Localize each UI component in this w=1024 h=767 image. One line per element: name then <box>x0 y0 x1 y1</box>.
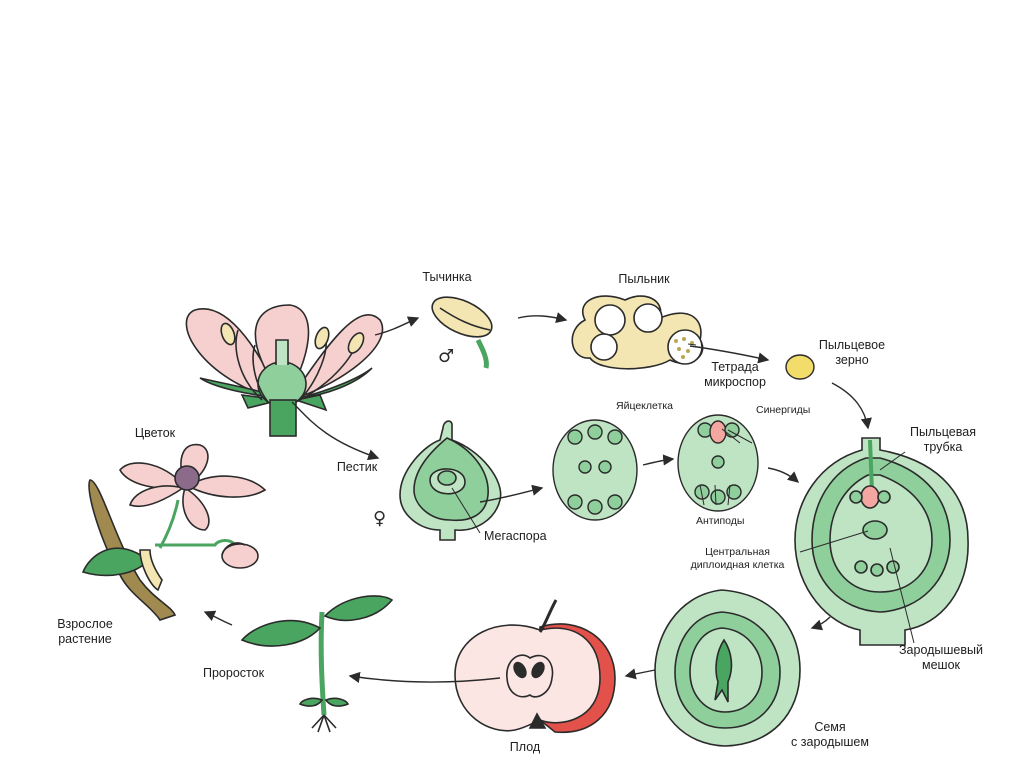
label-central-cell: Центральная диплоидная клетка <box>690 546 785 571</box>
pistil-cross-section <box>399 420 502 541</box>
embryo-sac-stage-1 <box>552 419 638 521</box>
pointer-lines <box>451 343 915 644</box>
flower-cross-section <box>185 304 384 437</box>
anther-cross-section <box>571 295 704 370</box>
label-antipodes: Антиподы <box>696 515 745 527</box>
label-anther: Пыльник <box>618 272 670 286</box>
apple-fruit-cross-section <box>454 599 616 734</box>
adult-plant-branch <box>81 443 267 621</box>
label-synergids: Синергиды <box>756 404 811 416</box>
ovule-with-pollen-tube <box>794 437 969 646</box>
seed-cross-section <box>654 589 801 747</box>
label-pollen-tube: Пыльцевая трубка <box>910 425 976 454</box>
label-adult-plant: Взрослое растение <box>57 617 113 646</box>
label-seed-with-embryo: Семя с зародышем <box>791 720 869 749</box>
label-megaspore: Мегаспора <box>484 529 547 543</box>
female-symbol: ♀ <box>373 508 386 529</box>
cycle-arrows <box>203 312 872 683</box>
label-seedling: Проросток <box>203 666 265 680</box>
label-flower: Цветок <box>134 426 176 440</box>
embryo-sac-stage-2 <box>677 414 759 512</box>
label-stamen: Тычинка <box>422 270 472 284</box>
label-microspore-tetrad: Тетрада микроспор <box>704 360 766 389</box>
seedling-illustration <box>240 595 394 733</box>
male-symbol: ♂ <box>438 346 454 367</box>
label-embryo-sac: Зародышевый мешок <box>899 643 983 672</box>
label-egg-cell: Яйцеклетка <box>616 400 673 412</box>
pollen-grain-illustration <box>785 354 815 380</box>
label-fruit: Плод <box>509 740 541 754</box>
label-pollen-grain: Пыльцевое зерно <box>818 338 886 367</box>
stamen-illustration <box>431 296 493 369</box>
label-pistil: Пестик <box>336 460 378 474</box>
